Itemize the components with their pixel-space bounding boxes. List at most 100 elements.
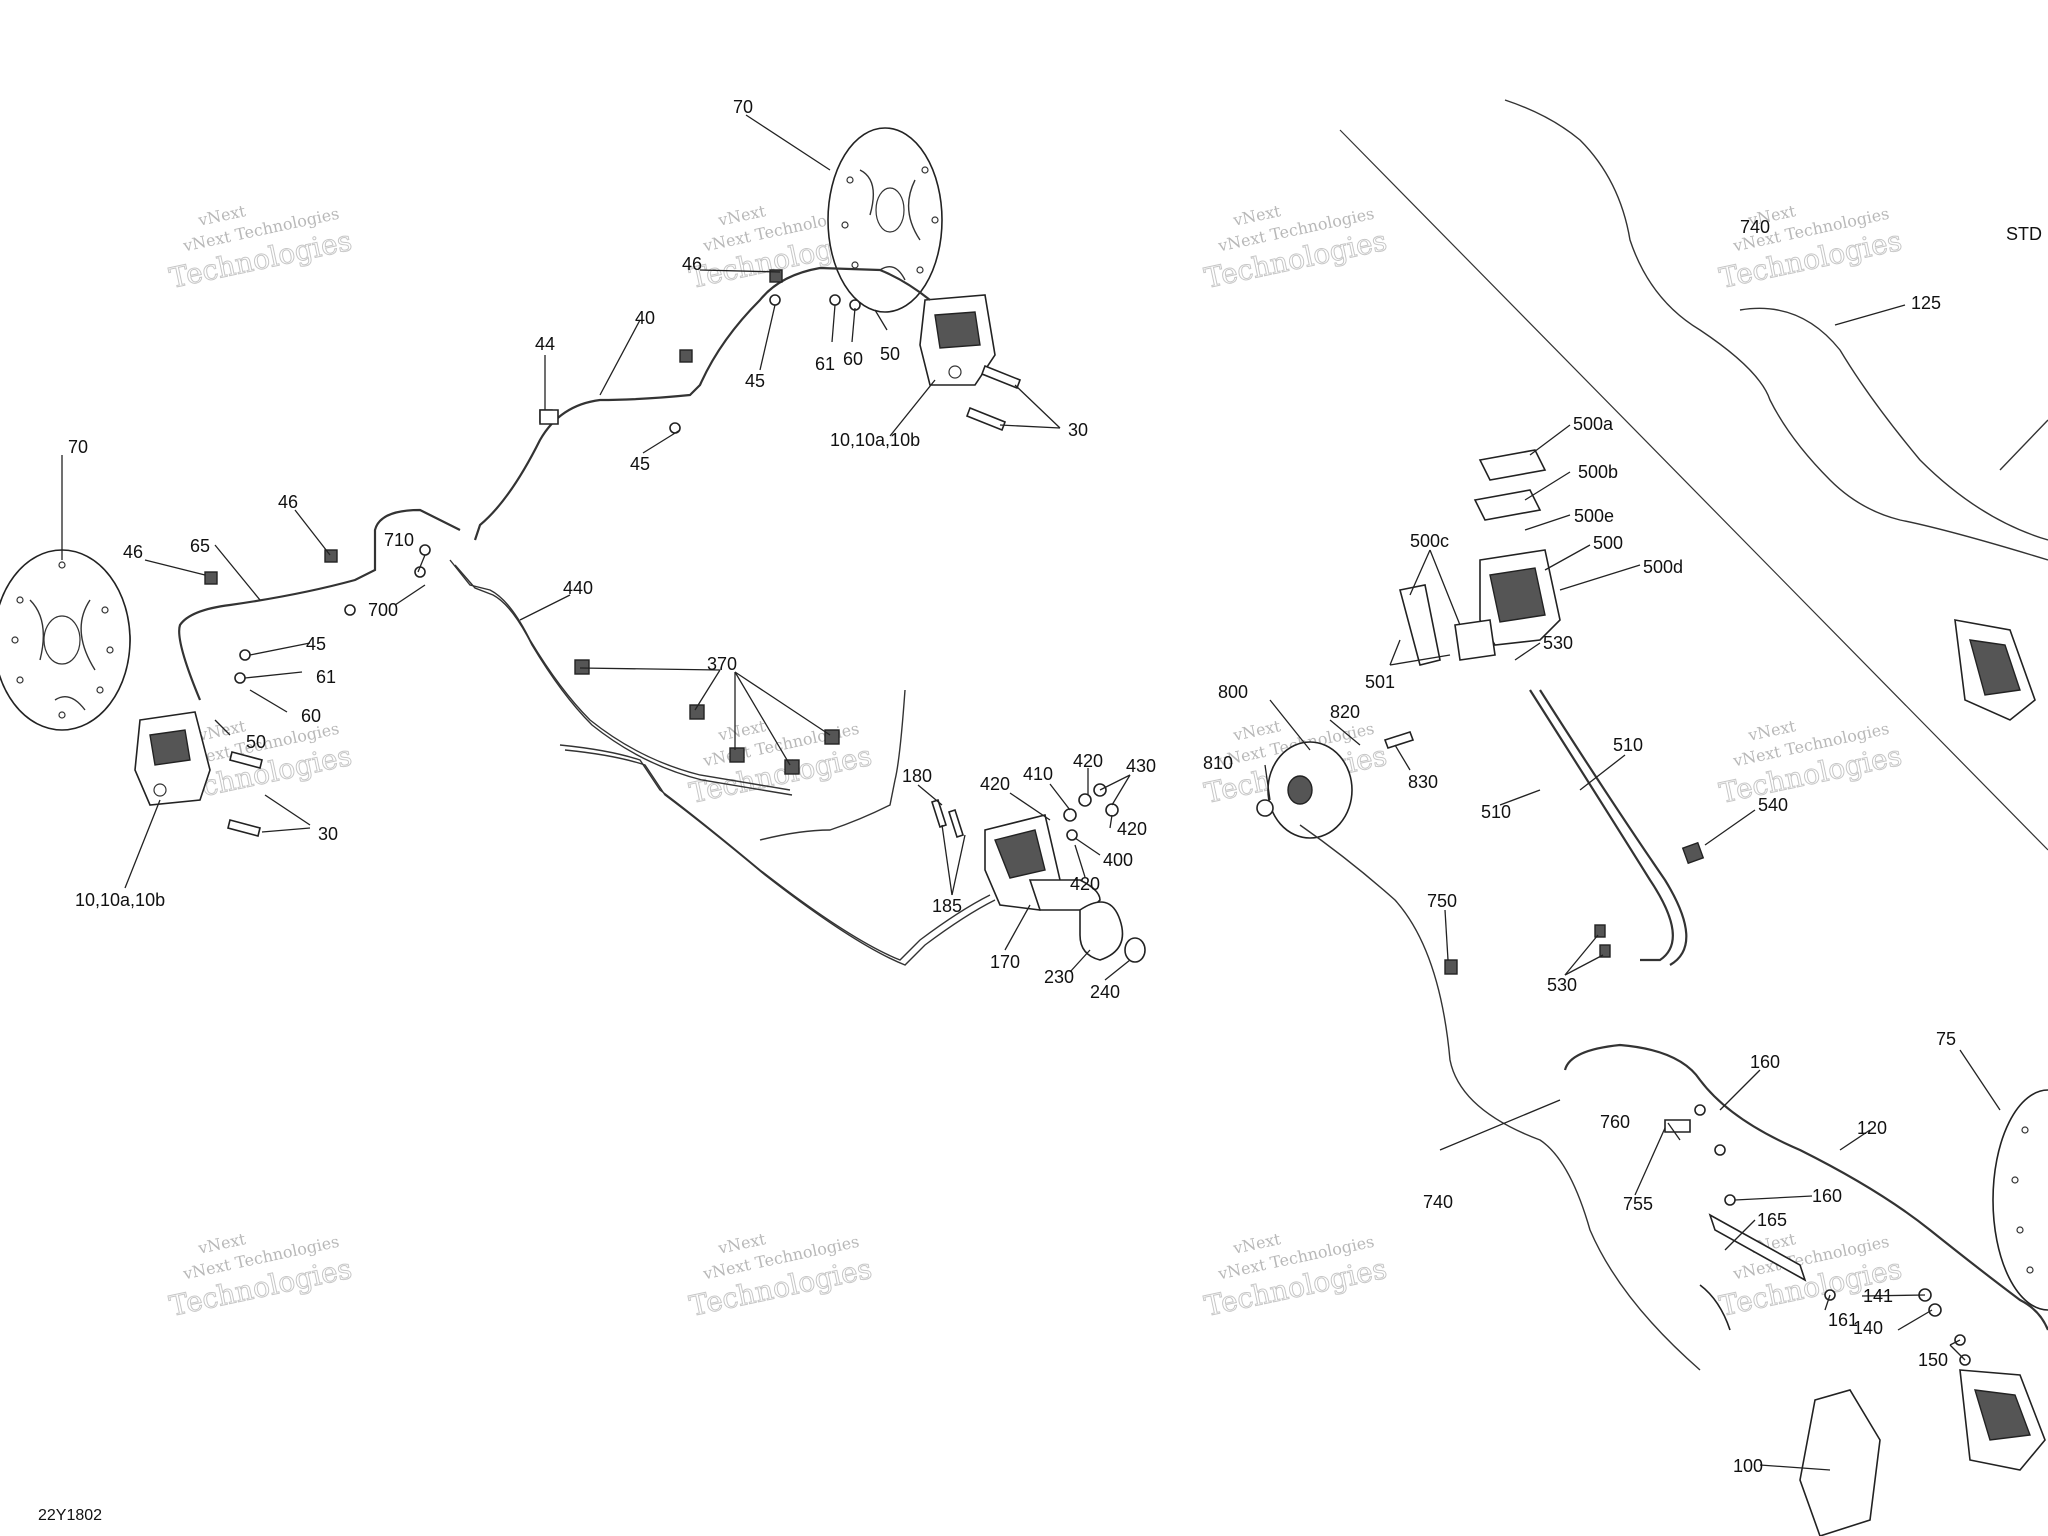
brake-line-small <box>759 689 906 841</box>
callout-label: 161 <box>1828 1310 1858 1330</box>
park-brake-disc <box>1256 731 1415 839</box>
leader-lines <box>61 114 2001 1471</box>
callout-label: 40 <box>635 308 655 328</box>
rear-hose-120 <box>1563 1043 2048 1331</box>
callout-label: 75 <box>1936 1029 1956 1049</box>
left-caliper-bolts <box>227 751 263 837</box>
callout-label: 500d <box>1643 557 1683 577</box>
callout-label: 60 <box>843 349 863 369</box>
right-rear-caliper-bottom <box>1799 1369 2046 1536</box>
callout-label: 420 <box>1117 819 1147 839</box>
callout-label: 30 <box>318 824 338 844</box>
callout-label: 120 <box>1857 1118 1887 1138</box>
callout-label: 30 <box>1068 420 1088 440</box>
small-fittings-lower-right <box>1664 1104 1971 1366</box>
brake-line-440 <box>449 559 791 791</box>
callout-label: 170 <box>990 952 1020 972</box>
callout-label: 140 <box>1853 1318 1883 1338</box>
park-brake-cable-lower <box>1299 824 1701 1371</box>
right-rear-caliper-top <box>1954 619 2036 721</box>
park-brake-cable-upper-c <box>1999 419 2048 471</box>
callout-label: 800 <box>1218 682 1248 702</box>
callout-label: 45 <box>306 634 326 654</box>
callout-label: 530 <box>1547 975 1577 995</box>
callout-label: 10,10a,10b <box>75 890 165 910</box>
reservoir-bracket <box>1399 584 1496 666</box>
small-parts-top-left <box>204 269 861 684</box>
callout-label: 500c <box>1410 531 1449 551</box>
callout-label: 160 <box>1750 1052 1780 1072</box>
callout-label: 740 <box>1423 1192 1453 1212</box>
callout-label: 46 <box>682 254 702 274</box>
watermark: vNext vNext Technologies Technologies <box>1201 1229 1390 1323</box>
hose-clips <box>1444 841 1705 975</box>
callout-label: 500e <box>1574 506 1614 526</box>
callout-label: 70 <box>733 97 753 117</box>
watermark: vNext vNext Technologies Technologies <box>1716 716 1905 810</box>
callout-label: 50 <box>880 344 900 364</box>
left-brake-caliper <box>134 711 211 806</box>
brake-line-440b <box>454 564 793 796</box>
bracket-165 <box>1708 1213 1807 1282</box>
left-brake-disc <box>0 549 131 731</box>
callout-label: 410 <box>1023 764 1053 784</box>
callout-label: 50 <box>246 732 266 752</box>
fittings <box>930 783 1119 841</box>
park-brake-cable-upper <box>1504 99 2048 561</box>
top-brake-caliper <box>919 294 996 386</box>
rear-master-cylinder <box>984 814 1101 911</box>
callout-label: 510 <box>1613 735 1643 755</box>
std-label: STD <box>2006 224 2042 244</box>
top-brake-disc <box>827 127 943 313</box>
callout-label: 750 <box>1427 891 1457 911</box>
left-front-hose <box>178 508 461 701</box>
callout-label: 150 <box>1918 1350 1948 1370</box>
callout-label: 740 <box>1740 217 1770 237</box>
callout-label: 500 <box>1593 533 1623 553</box>
callout-label: 65 <box>190 536 210 556</box>
section-divider-line <box>1339 129 2048 851</box>
callout-label: 60 <box>301 706 321 726</box>
callout-label: 430 <box>1126 756 1156 776</box>
callout-label: 755 <box>1623 1194 1653 1214</box>
callout-label: 420 <box>1070 874 1100 894</box>
callout-label: 70 <box>68 437 88 457</box>
top-caliper-bolts <box>965 364 1022 432</box>
right-rear-disc <box>1992 1089 2048 1311</box>
callout-label: 500a <box>1573 414 1614 434</box>
top-front-hose <box>473 266 931 541</box>
callout-labels: 70 46 40 44 45 61 60 50 10,10a,10b 30 70… <box>68 97 1956 1476</box>
callout-label: 10,10a,10b <box>830 430 920 450</box>
callout-label: 46 <box>123 542 143 562</box>
watermark: vNext vNext Technologies Technologies <box>166 1229 355 1323</box>
reservoir-hose-b <box>1539 689 1688 966</box>
callout-label: 710 <box>384 530 414 550</box>
callout-label: 820 <box>1330 702 1360 722</box>
watermark: vNext vNext Technologies Technologies <box>686 1229 875 1323</box>
callout-label: 500b <box>1578 462 1618 482</box>
callout-label: 760 <box>1600 1112 1630 1132</box>
callout-label: 420 <box>1073 751 1103 771</box>
callout-label: 44 <box>535 334 555 354</box>
callout-label: 370 <box>707 654 737 674</box>
callout-label: 100 <box>1733 1456 1763 1476</box>
callout-label: 180 <box>902 766 932 786</box>
callout-label: 45 <box>745 371 765 391</box>
callout-label: 230 <box>1044 967 1074 987</box>
brake-line-long-b <box>564 749 996 966</box>
watermark: vNext vNext Technologies Technologies <box>1201 201 1390 295</box>
callout-label: 46 <box>278 492 298 512</box>
callout-label: 61 <box>815 354 835 374</box>
callout-label: 185 <box>932 896 962 916</box>
callout-label: 530 <box>1543 633 1573 653</box>
reservoir-hose <box>1529 689 1674 962</box>
callout-label: 141 <box>1863 1286 1893 1306</box>
callout-label: 45 <box>630 454 650 474</box>
callout-label: 125 <box>1911 293 1941 313</box>
callout-label: 830 <box>1408 772 1438 792</box>
brake-reservoir <box>1473 449 1561 646</box>
callout-label: 400 <box>1103 850 1133 870</box>
callout-label: 510 <box>1481 802 1511 822</box>
